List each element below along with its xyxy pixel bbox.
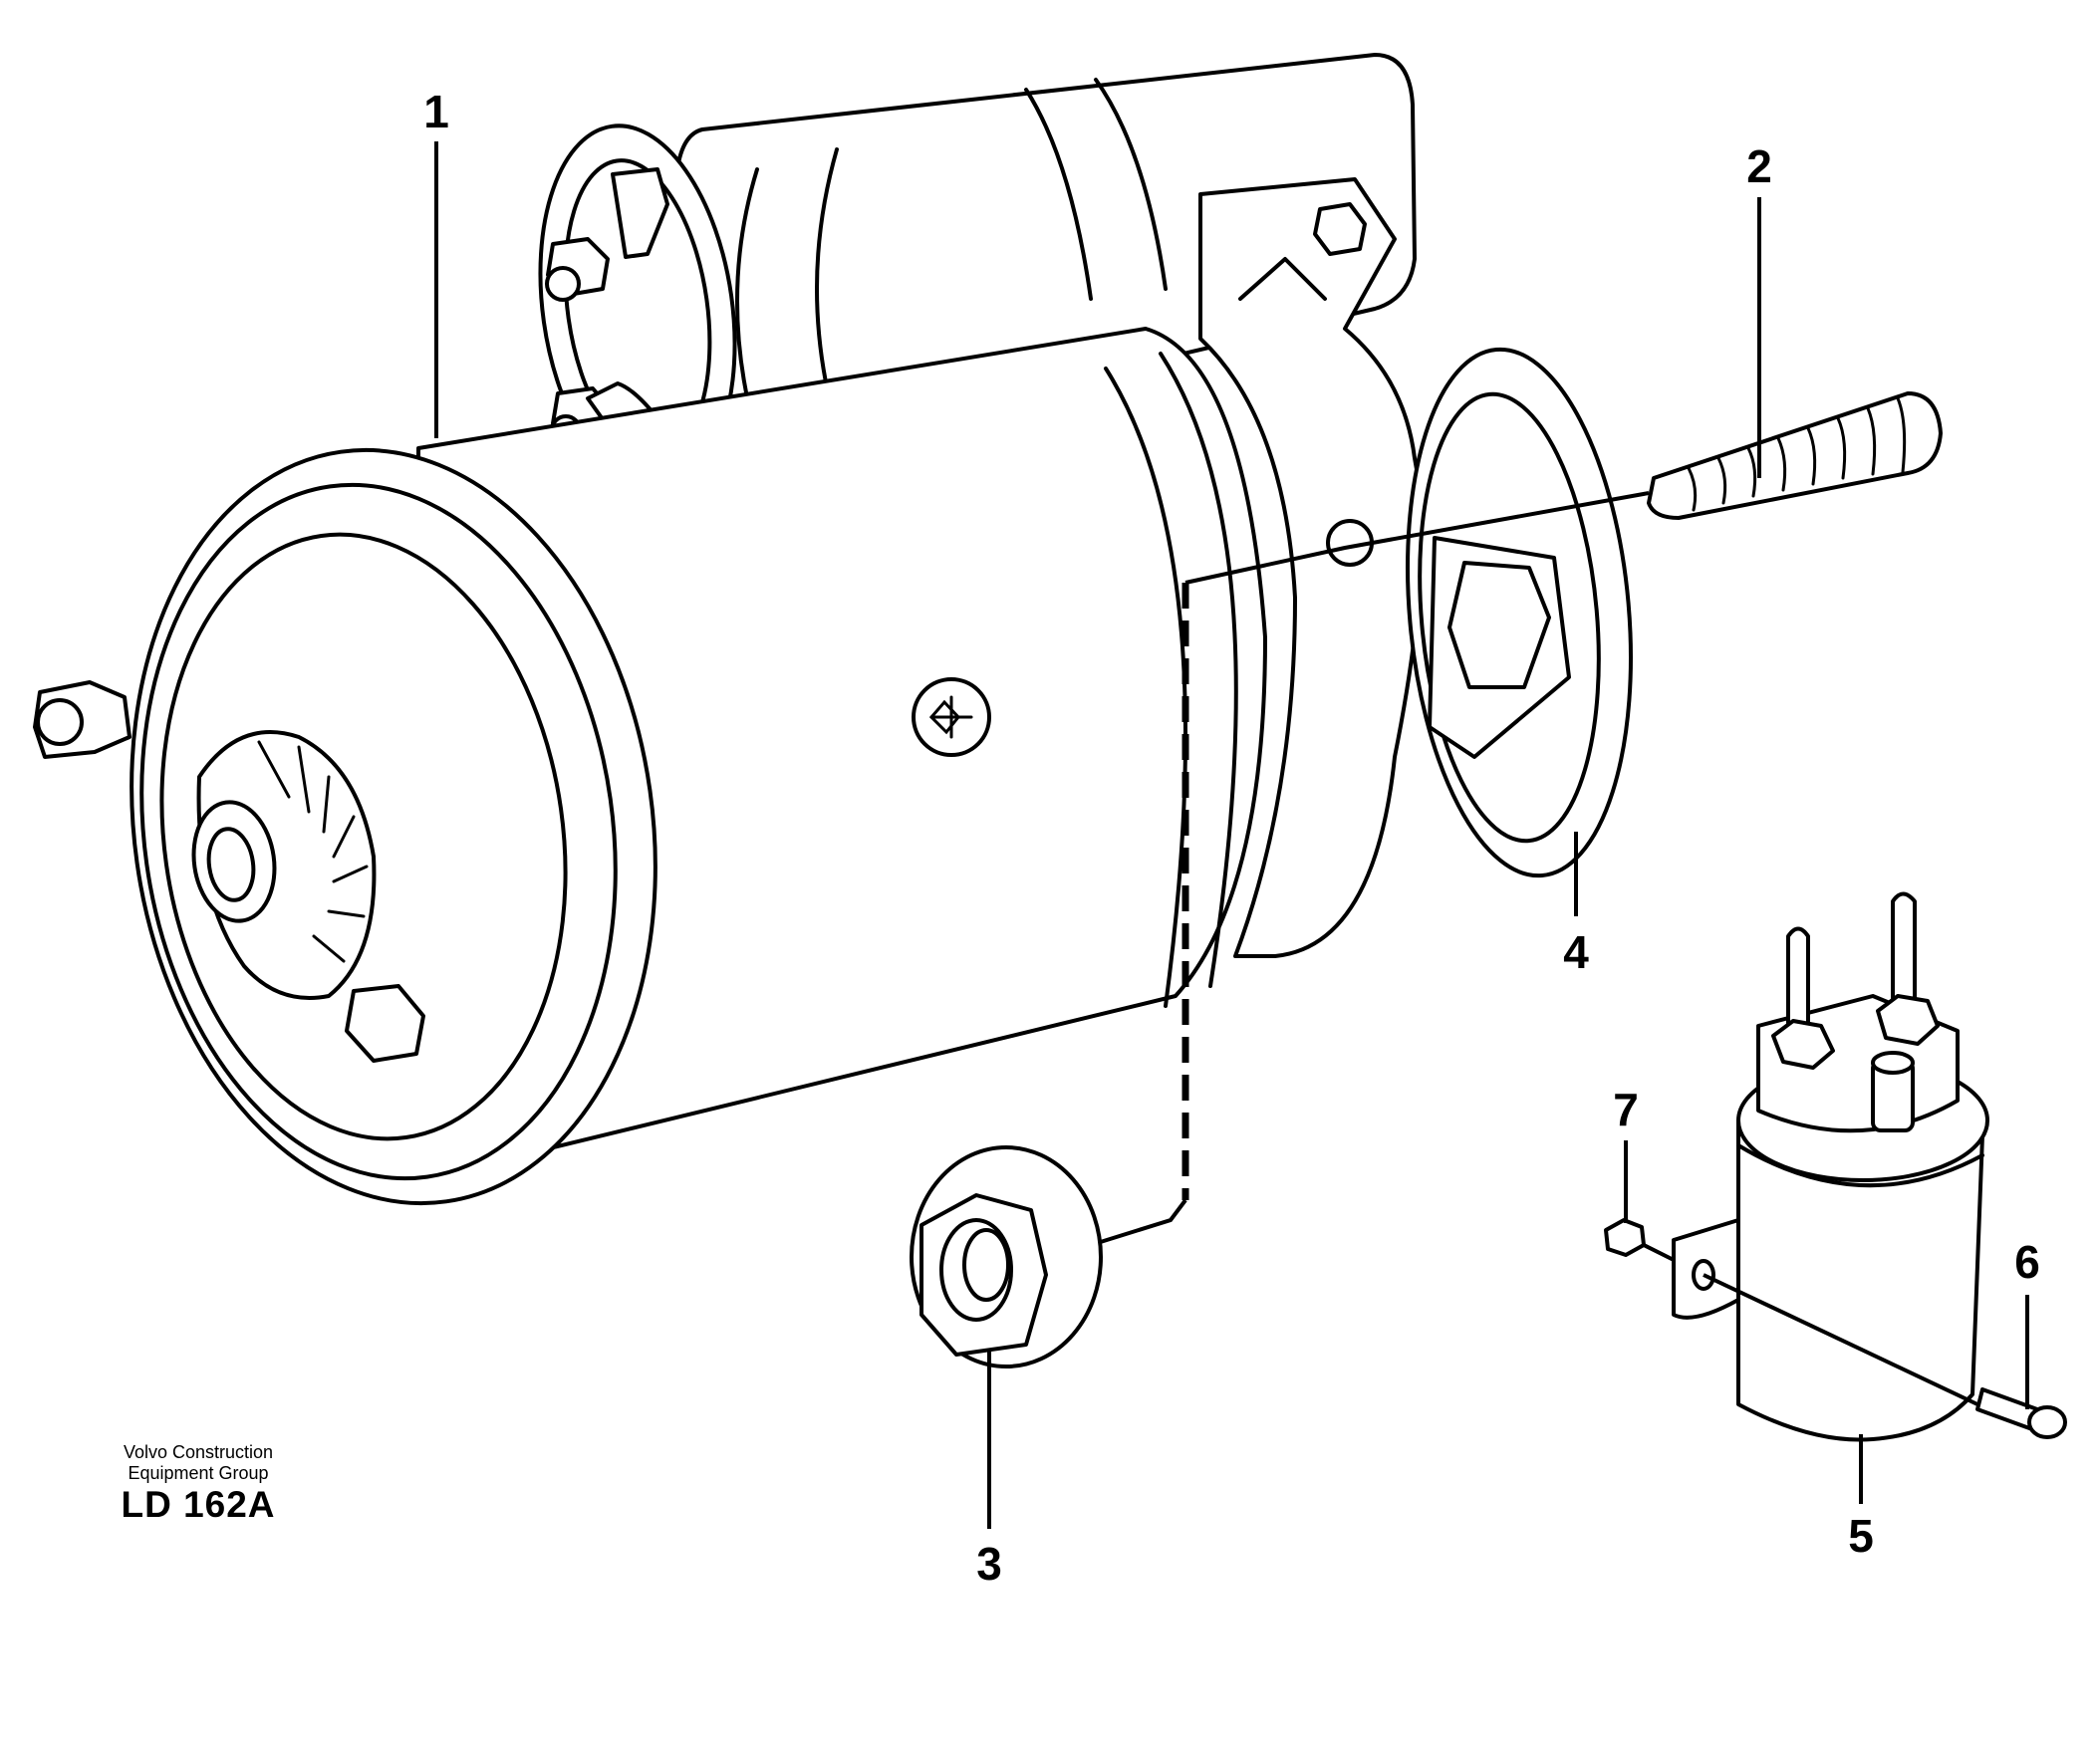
nut7-assembly-line	[1643, 1243, 1675, 1262]
starter-front-cap	[33, 447, 657, 1206]
starter-mounting-bracket	[1198, 177, 1424, 958]
credit-line-2: Equipment Group	[128, 1463, 269, 1483]
solenoid	[1672, 891, 1989, 1442]
drawing-code: LD 162A	[121, 1484, 276, 1525]
drive-end-housing	[1406, 347, 1633, 878]
stud-assembly-line	[1184, 491, 1650, 585]
stud	[1647, 391, 1943, 520]
callout-2: 2	[1746, 140, 1772, 192]
callout-5: 5	[1848, 1510, 1874, 1562]
starter-motor	[33, 53, 1633, 1206]
nut-assembly-line	[1090, 1198, 1187, 1247]
callout-3: 3	[976, 1538, 1002, 1590]
screw	[1975, 1387, 2067, 1439]
callout-4: 4	[1563, 926, 1589, 978]
screw-assembly-line	[1703, 1273, 1978, 1406]
callout-6: 6	[2014, 1236, 2040, 1288]
callout-1: 1	[423, 86, 449, 137]
publisher-credit: Volvo Construction Equipment Group LD 16…	[112, 1442, 285, 1526]
nut	[1604, 1218, 1646, 1257]
credit-line-1: Volvo Construction	[123, 1442, 274, 1462]
flange-nut	[910, 1145, 1103, 1368]
callout-7: 7	[1613, 1084, 1639, 1135]
